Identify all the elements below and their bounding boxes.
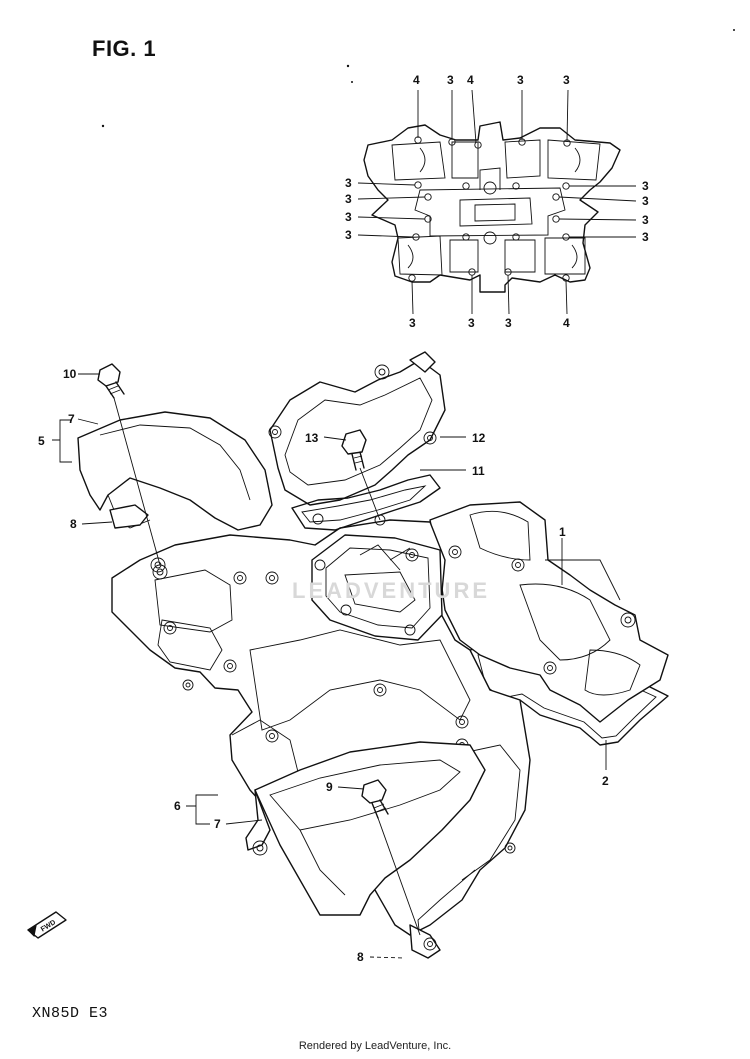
bolt-callout-left-3: 3 [345, 210, 352, 224]
bolt-9 [361, 779, 389, 819]
callout-part-13: 13 [305, 431, 319, 445]
figure-title: FIG. 1 [92, 36, 157, 61]
callout-part-7-lower: 7 [214, 817, 221, 831]
callout-part-10: 10 [63, 367, 77, 381]
bolt-holes [408, 136, 571, 282]
bolt-callout-right-3: 3 [642, 213, 649, 227]
bolt-callout-bottom-3: 3 [505, 316, 512, 330]
callout-part-8-lower: 8 [357, 950, 364, 964]
bolt-callout-bottom-2: 3 [468, 316, 475, 330]
bolt-callout-bottom-4: 4 [563, 316, 570, 330]
callout-part-7-upper: 7 [68, 412, 75, 426]
render-credit: Rendered by LeadVenture, Inc. [298, 1040, 452, 1052]
callout-part-6: 6 [174, 799, 181, 813]
callout-part-11: 11 [472, 464, 485, 478]
upper-cover [77, 411, 273, 573]
cylinder-head-outline [363, 121, 621, 293]
bolt-callout-right-4: 3 [642, 230, 649, 244]
bolt-callout-top-4: 3 [517, 73, 524, 87]
callout-part-8-upper: 8 [70, 517, 77, 531]
callout-part-9: 9 [326, 780, 333, 794]
bolt-callout-right-2: 3 [642, 194, 649, 208]
bolt-callout-bottom-1: 3 [409, 316, 416, 330]
bolt-13 [341, 429, 367, 471]
callout-part-5: 5 [38, 434, 45, 448]
bolt-callout-left-4: 3 [345, 228, 352, 242]
bolt-callout-top-5: 3 [563, 73, 570, 87]
fwd-arrow-icon: FWD [27, 911, 67, 939]
model-code: XN85D E3 [32, 1005, 109, 1022]
breather-cover [268, 351, 446, 506]
callout-part-12: 12 [472, 431, 486, 445]
bolt-callout-left-1: 3 [345, 176, 352, 190]
callout-part-2: 2 [602, 774, 609, 788]
bolt-callout-top-1: 4 [413, 73, 420, 87]
bolt-callout-left-2: 3 [345, 192, 352, 206]
bolt-callout-right-1: 3 [642, 179, 649, 193]
breather-gasket [291, 474, 441, 531]
bolt-callout-top-2: 3 [447, 73, 454, 87]
bolt-callout-top-3: 4 [467, 73, 474, 87]
watermark-text: LEADVENTURE [292, 578, 491, 603]
callout-part-1: 1 [559, 525, 566, 539]
bolt-10 [97, 363, 125, 399]
bolt-pattern-inset: 4 3 4 3 3 3 3 3 3 3 3 3 3 3 3 3 4 [345, 73, 649, 330]
